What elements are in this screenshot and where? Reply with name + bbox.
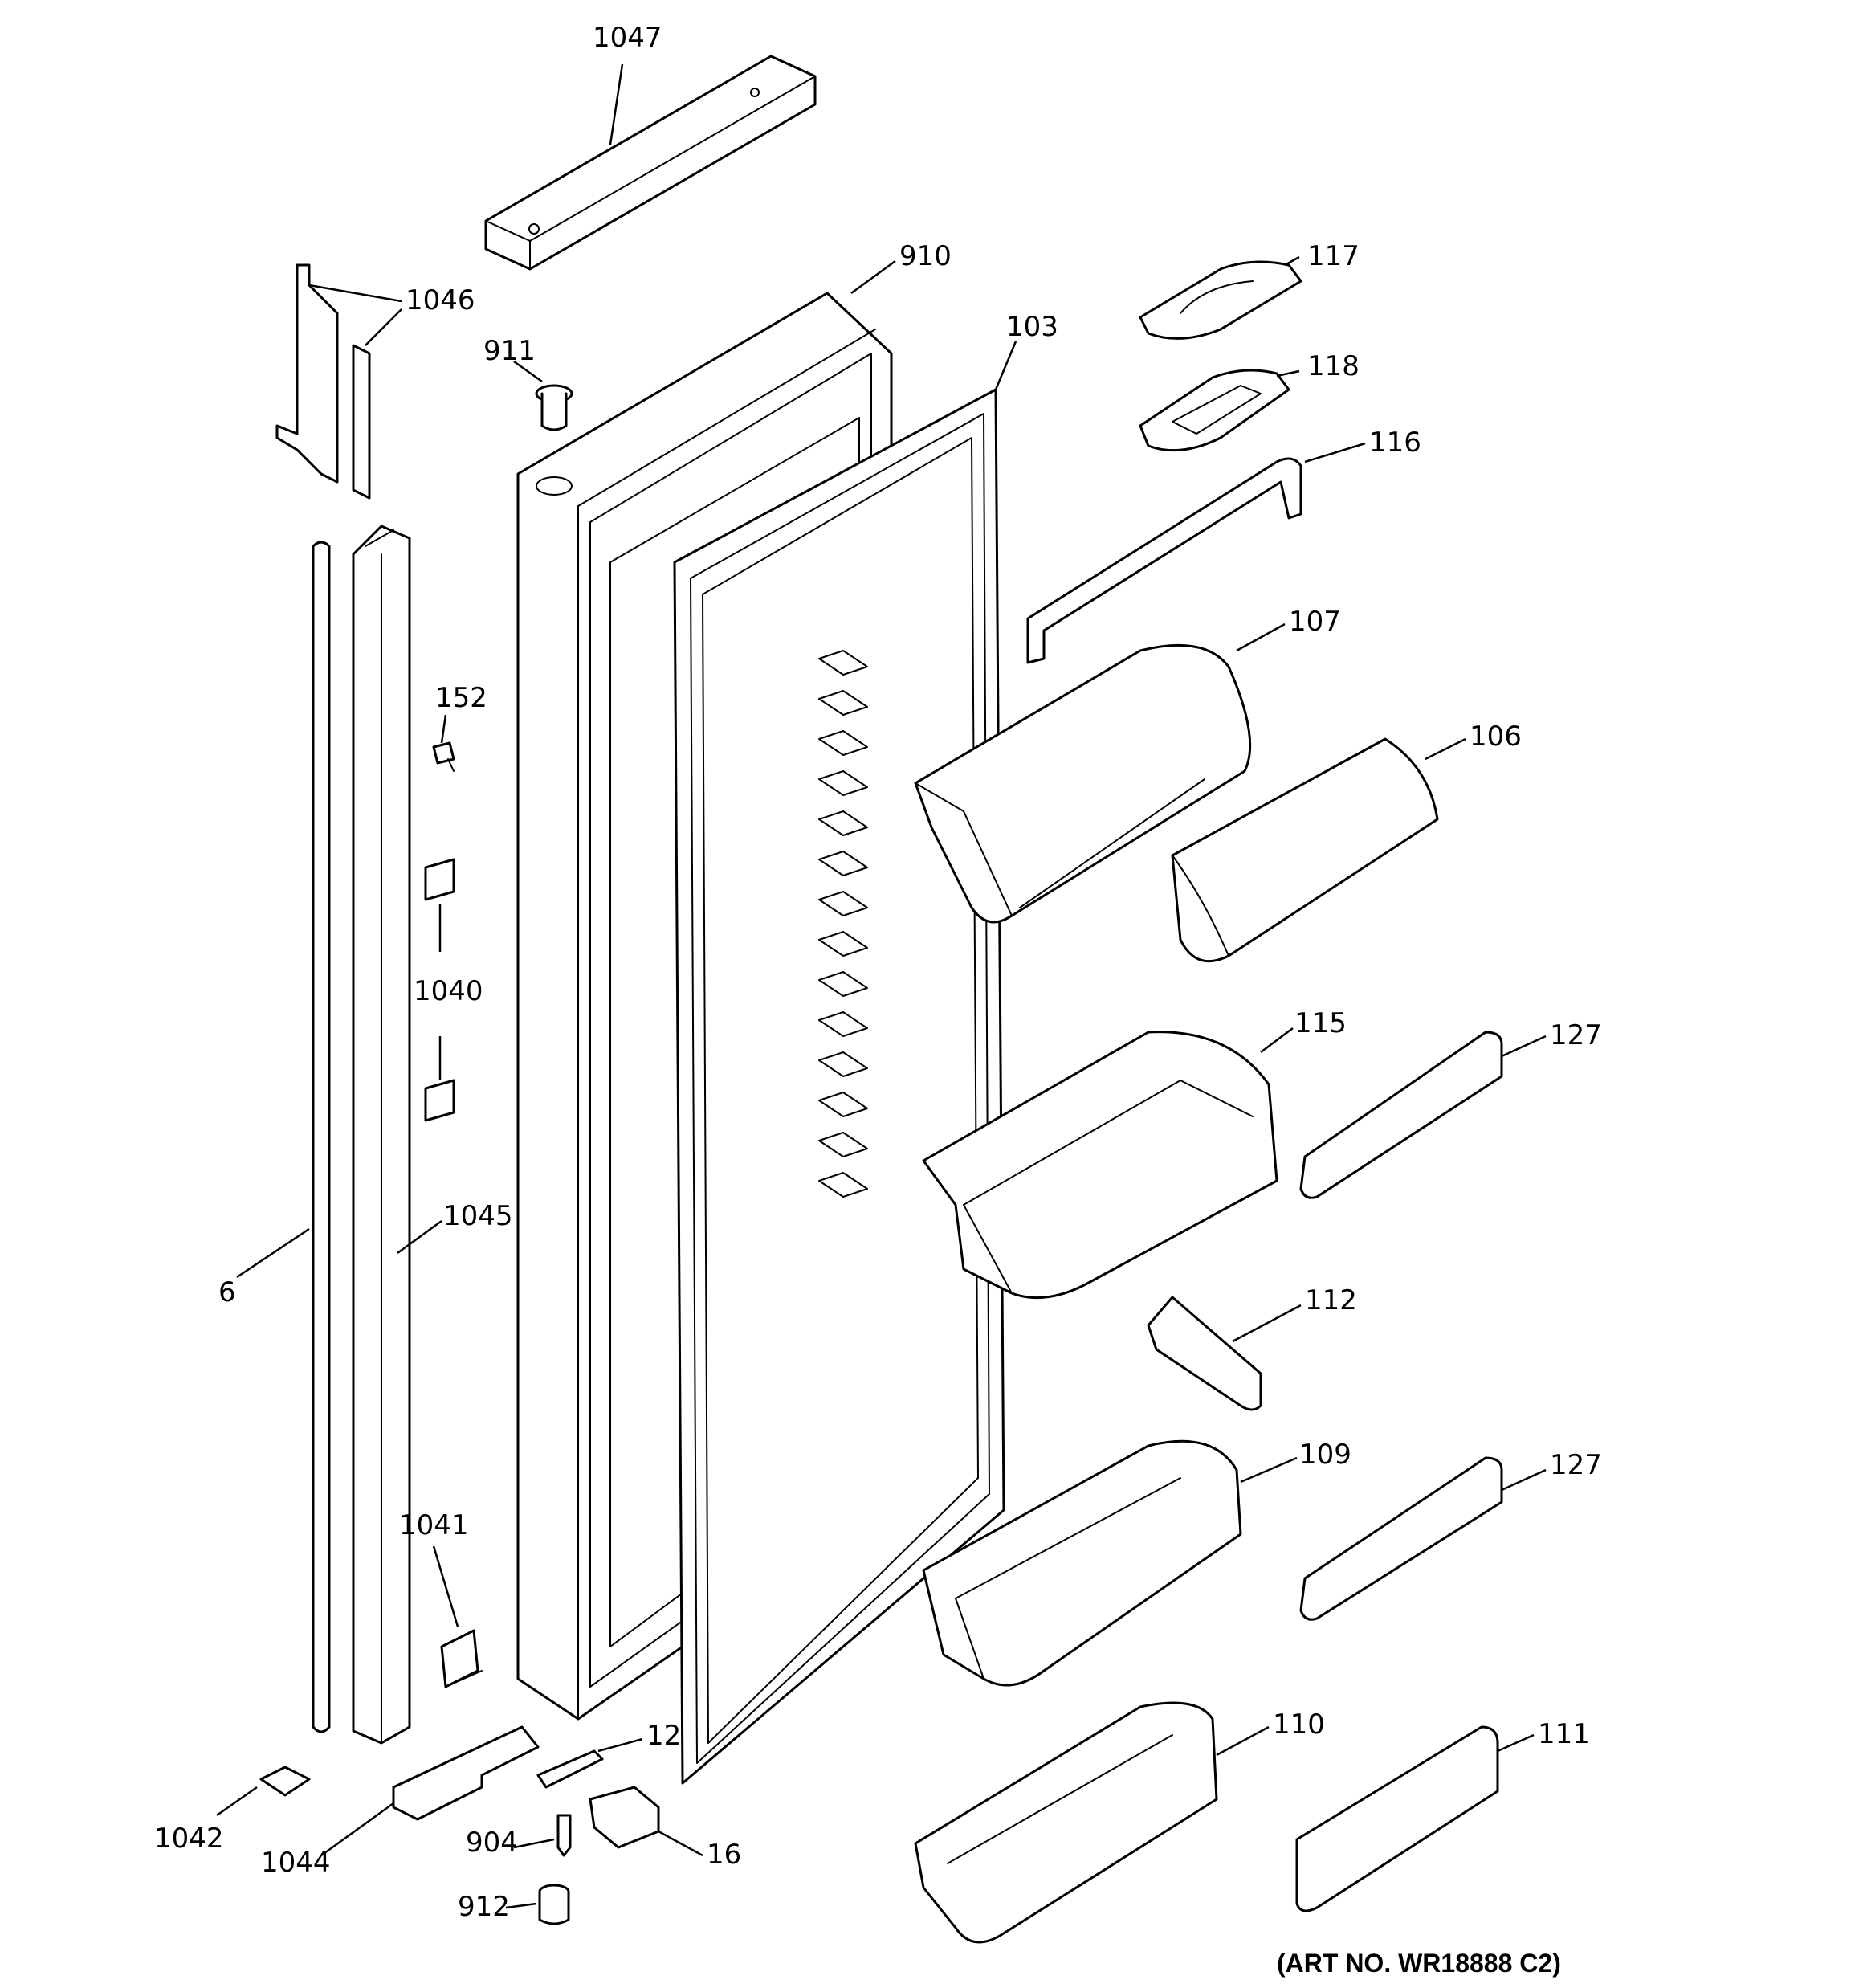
callout-109: 109 (1299, 1439, 1351, 1471)
callout-16: 16 (707, 1839, 741, 1871)
part-1042-hinge (259, 1766, 311, 1797)
part-115-bin (922, 1031, 1278, 1300)
callout-911: 911 (483, 335, 536, 367)
callout-1044: 1044 (261, 1847, 331, 1879)
part-6-rod (312, 541, 331, 1733)
leader-lines (216, 63, 1547, 1909)
callout-1047: 1047 (593, 22, 662, 54)
callout-1041: 1041 (399, 1509, 469, 1541)
callout-1045: 1045 (443, 1200, 513, 1232)
part-911-bushing (535, 384, 573, 431)
part-16-bracket (589, 1786, 660, 1849)
callout-111: 111 (1538, 1718, 1590, 1750)
part-12 (536, 1749, 604, 1789)
callout-152: 152 (435, 682, 487, 714)
part-152-screw (432, 741, 455, 772)
part-118-bin (1139, 369, 1290, 452)
part-110-bin (914, 1701, 1218, 1944)
callout-912: 912 (458, 1891, 510, 1923)
part-116-rail (1026, 457, 1302, 664)
part-117-cover (1139, 260, 1302, 340)
part-1045-trim (352, 525, 411, 1745)
callout-112: 112 (1305, 1284, 1357, 1316)
part-912-bushing (538, 1884, 570, 1925)
part-109-bin (922, 1439, 1242, 1687)
callout-12: 12 (646, 1720, 681, 1752)
callout-1040: 1040 (414, 975, 483, 1007)
callout-110: 110 (1273, 1708, 1325, 1741)
callout-127-lower: 127 (1550, 1449, 1602, 1481)
part-127-guard-upper (1299, 1031, 1503, 1199)
callout-106: 106 (1470, 720, 1522, 753)
part-1047-top-cap (484, 55, 817, 271)
callout-904: 904 (466, 1827, 518, 1859)
part-1046-channels (275, 263, 371, 500)
part-106-bin (1171, 737, 1439, 963)
part-1041-bracket (440, 1629, 483, 1688)
part-904-screw (556, 1814, 572, 1857)
part-1040-brackets (424, 858, 455, 1122)
callout-115: 115 (1294, 1007, 1347, 1039)
callout-labels: 1047 1046 910 911 103 117 118 116 107 10… (154, 22, 1602, 1978)
callout-116: 116 (1369, 427, 1421, 459)
callout-117: 117 (1307, 240, 1360, 272)
door-shelf-ribs (818, 650, 868, 1198)
part-111-guard (1295, 1725, 1499, 1912)
callout-6: 6 (218, 1276, 236, 1308)
part-112-divider (1147, 1296, 1262, 1411)
callout-1046: 1046 (406, 284, 475, 316)
part-107-bin (914, 643, 1252, 924)
callout-103: 103 (1006, 311, 1058, 343)
callout-910: 910 (899, 240, 952, 272)
callout-127-upper: 127 (1550, 1019, 1602, 1051)
art-number: (ART NO. WR18888 C2) (1277, 1949, 1561, 1978)
callout-118: 118 (1307, 350, 1360, 382)
part-103-gasket (673, 388, 1005, 1785)
callout-1042: 1042 (154, 1823, 224, 1855)
part-1044-plate (392, 1725, 540, 1821)
callout-107: 107 (1289, 606, 1341, 638)
part-127-guard-lower (1299, 1456, 1503, 1621)
